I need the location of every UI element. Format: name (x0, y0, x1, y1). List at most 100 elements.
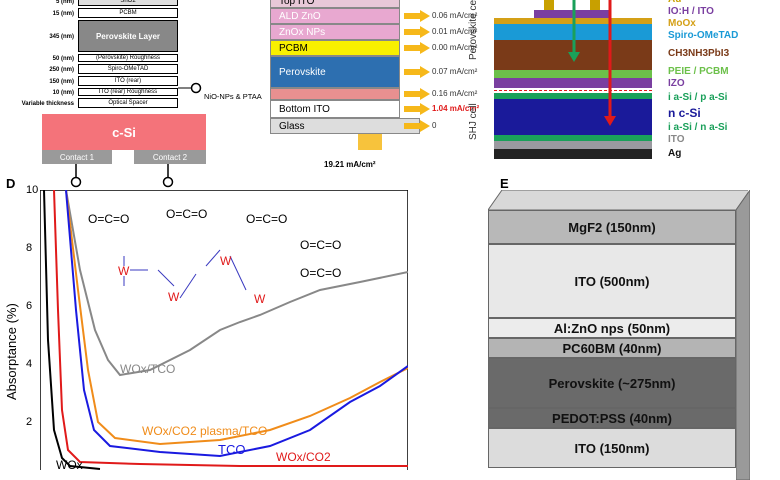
panel-e-layer-4: Perovskite (~275nm) (488, 358, 736, 408)
panel-d-ytick-4: 2 (26, 416, 33, 428)
curve-wox-tco (65, 190, 408, 377)
panel-c-legend-7: i a-Si / p a-Si (668, 92, 728, 103)
w-atom-1: W (168, 290, 180, 304)
cell-stack (494, 0, 652, 170)
panel-a-layer-3: (Perovskite) Roughness (78, 54, 178, 62)
label-tco: TCO (218, 442, 246, 457)
panel-a-layer-0: SnO2 (78, 0, 178, 6)
shj-cell-label: SHJ cell (468, 103, 479, 140)
panel-b-layer-4: Perovskite (270, 56, 400, 88)
panel-b-value-1: 0.06 mA/cm² (432, 11, 478, 20)
w-atom-0: W (118, 264, 130, 278)
curve-tco (65, 190, 408, 458)
panel-a-layer-4: Spiro-OMeTAD (78, 64, 178, 74)
panel-a-thickness-0: 5 (nm) (56, 0, 74, 5)
label-wox-co2: WOx/CO2 (276, 450, 331, 464)
panel-c-legend-5: PEIE / PCBM (668, 66, 729, 77)
panel-d-letter: D (6, 176, 16, 191)
panel-c-legend-0: Au (668, 0, 681, 5)
panel-b-total: 19.21 mA/cm² (324, 160, 376, 169)
panel-b-arrow-2 (404, 26, 430, 38)
panel-d-ytick-3: 4 (26, 358, 33, 370)
panel-a-layer-6: ITO (rear) Roughness (78, 88, 178, 96)
panel-e-top-face (488, 190, 748, 211)
panel-e-layer-3: PC60BM (40nm) (488, 338, 736, 358)
co2-molecule-1: O=C=O (166, 207, 208, 221)
panel-b-arrow-6 (404, 103, 430, 115)
panel-a-layer-2: Perovskite Layer (78, 20, 178, 52)
panel-d-plot (40, 190, 408, 470)
curve-wox (43, 190, 101, 470)
panel-d-ylabel: Absorptance (%) (4, 303, 19, 400)
panel-b-arrow-7 (404, 120, 430, 132)
panel-c-legend-9: i a-Si / n a-Si (668, 122, 728, 133)
panel-b-value-2: 0.01 mA/cm² (432, 27, 478, 36)
w-atom-2: W (220, 254, 232, 268)
panel-c-legend-2: MoOx (668, 18, 696, 29)
panel-b-value-5: 0.16 mA/cm² (432, 89, 478, 98)
nio-label: NiO-NPs & PTAA (204, 92, 262, 101)
co2-molecule-0: O=C=O (88, 212, 130, 226)
panel-a-thickness-5: 150 (nm) (49, 79, 74, 85)
panel-e-layer-1: ITO (500nm) (488, 244, 736, 318)
panel-a-thickness-6: 10 (nm) (52, 90, 74, 96)
panel-c-legend-8: n c-Si (668, 106, 701, 120)
contact-2: Contact 2 (134, 150, 206, 164)
contact-1: Contact 1 (42, 150, 112, 164)
panel-e-layer-5: PEDOT:PSS (40nm) (488, 408, 736, 428)
panel-b-value-7: 0 (432, 121, 437, 130)
label-wox: WOx (56, 458, 83, 472)
panel-e-side-face (736, 190, 750, 480)
panel-b-value-6: 1.04 mA/cm² (432, 104, 480, 113)
w-atom-3: W (254, 292, 266, 306)
panel-e-letter: E (500, 176, 509, 191)
panel-a-connectors (70, 82, 202, 188)
panel-a-thickness-1: 15 (nm) (52, 11, 74, 17)
panel-a-layer-7: Optical Spacer (78, 98, 178, 108)
panel-c-legend-11: Ag (668, 148, 682, 159)
panel-b-layer-5 (270, 88, 400, 100)
panel-c-legend-4: CH3NH3PbI3 (668, 48, 730, 59)
panel-b-arrows (404, 10, 430, 132)
panel-e-layer-0: MgF2 (150nm) (488, 210, 736, 244)
panel-a-thickness-4: 250 (nm) (49, 67, 74, 73)
c-si-label: c-Si (112, 124, 136, 140)
curve-plasma (65, 190, 408, 446)
label-wox-tco: WOx/TCO (120, 362, 176, 376)
co2-molecule-2: O=C=O (246, 212, 288, 226)
panel-b-layer-3: PCBM (270, 40, 400, 56)
panel-e-layer-2: Al:ZnO nps (50nm) (488, 318, 736, 338)
panel-e-layer-6: ITO (150nm) (488, 428, 736, 468)
panel-b-layer-6: Bottom ITO (270, 100, 400, 118)
panel-d-ytick-0: 10 (26, 184, 39, 196)
label-plasma: WOx/CO2 plasma/TCO (142, 424, 268, 438)
panel-b-layer-1: ALD ZnO (270, 8, 400, 24)
cell-absorption-arrows (568, 0, 616, 126)
panel-d-ytick-2: 6 (26, 300, 33, 312)
panel-d-ytick-1: 8 (26, 242, 33, 254)
panel-b-layer-0: Top ITO (270, 0, 400, 8)
panel-b-arrow-4 (404, 66, 430, 78)
contact-2-label: Contact 2 (152, 152, 188, 162)
panel-c-legend-1: IO:H / ITO (668, 6, 714, 17)
panel-c-legend-10: ITO (668, 134, 685, 145)
panel-b-arrow-5 (404, 88, 430, 100)
contact-1-label: Contact 1 (59, 152, 95, 162)
panel-a-layer-1: PCBM (78, 8, 178, 18)
panel-b-layer-7: Glass (270, 118, 420, 134)
c-si-substrate: c-Si (42, 114, 206, 150)
panel-a-layer-5: ITO (rear) (78, 76, 178, 86)
panel-c-legend-6: IZO (668, 78, 685, 89)
perovskite-cell-label: Perovskite cell (468, 0, 479, 60)
panel-b-value-4: 0.07 mA/cm² (432, 67, 478, 76)
panel-a-thickness-2: 345 (nm) (49, 34, 74, 40)
panel-b-arrow-3 (404, 42, 430, 54)
curve-wox-co2 (53, 190, 408, 467)
panel-b-arrow-1 (404, 10, 430, 22)
panel-c-legend-3: Spiro-OMeTAD (668, 30, 739, 41)
panel-a-thickness-7: Variable thickness (21, 101, 74, 107)
panel-a-thickness-3: 50 (nm) (52, 56, 74, 62)
co2-molecule-3: O=C=O (300, 238, 342, 252)
co2-molecule-4: O=C=O (300, 266, 342, 280)
panel-b-layer-2: ZnOx NPs (270, 24, 400, 40)
